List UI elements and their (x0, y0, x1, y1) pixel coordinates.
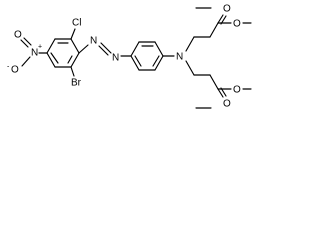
chemical-structure-diagram: Cl Br O - N + O N N N O O O O (7, 4, 252, 110)
upper-ester-chain (185, 14, 252, 52)
azo-nitrogen-2-label: N (112, 53, 119, 64)
bond-ring-to-br (70, 66, 75, 77)
lower-ester-chain (185, 60, 252, 98)
left-benzene-ring (46, 38, 80, 68)
amine-nitrogen-label: N (176, 52, 183, 63)
bond-azo-double-b (98, 45, 109, 56)
bond-ring-to-azo (78, 44, 89, 54)
bonds (20, 7, 252, 109)
central-benzene-ring (130, 41, 164, 71)
lower-carbonyl-oxygen-label: O (223, 99, 231, 110)
bond-nitro-n-o-double-b (23, 37, 32, 46)
nitro-plus-sign: + (38, 44, 42, 51)
upper-carbonyl-oxygen-label: O (223, 4, 231, 15)
nitro-minus-sign: - (7, 64, 10, 71)
bromine-label: Br (71, 78, 82, 89)
chlorine-label: Cl (72, 18, 81, 29)
bond-nitro-n-o-double-a (20, 39, 29, 48)
nitro-oxygen-minus-label: O (11, 65, 19, 76)
nitro-nitrogen-label: N (31, 48, 38, 59)
bond-azo-double-a (100, 42, 112, 54)
upper-ether-oxygen-label: O (233, 19, 241, 30)
bond-nitro-n-o-minus (21, 56, 31, 67)
azo-nitrogen-1-label: N (90, 36, 97, 47)
bond-ring-to-cl (70, 28, 76, 40)
atom-labels: Cl Br O - N + O N N N O O O O (7, 4, 241, 110)
lower-ether-oxygen-label: O (233, 85, 241, 96)
nitro-oxygen-top-label: O (14, 30, 22, 41)
